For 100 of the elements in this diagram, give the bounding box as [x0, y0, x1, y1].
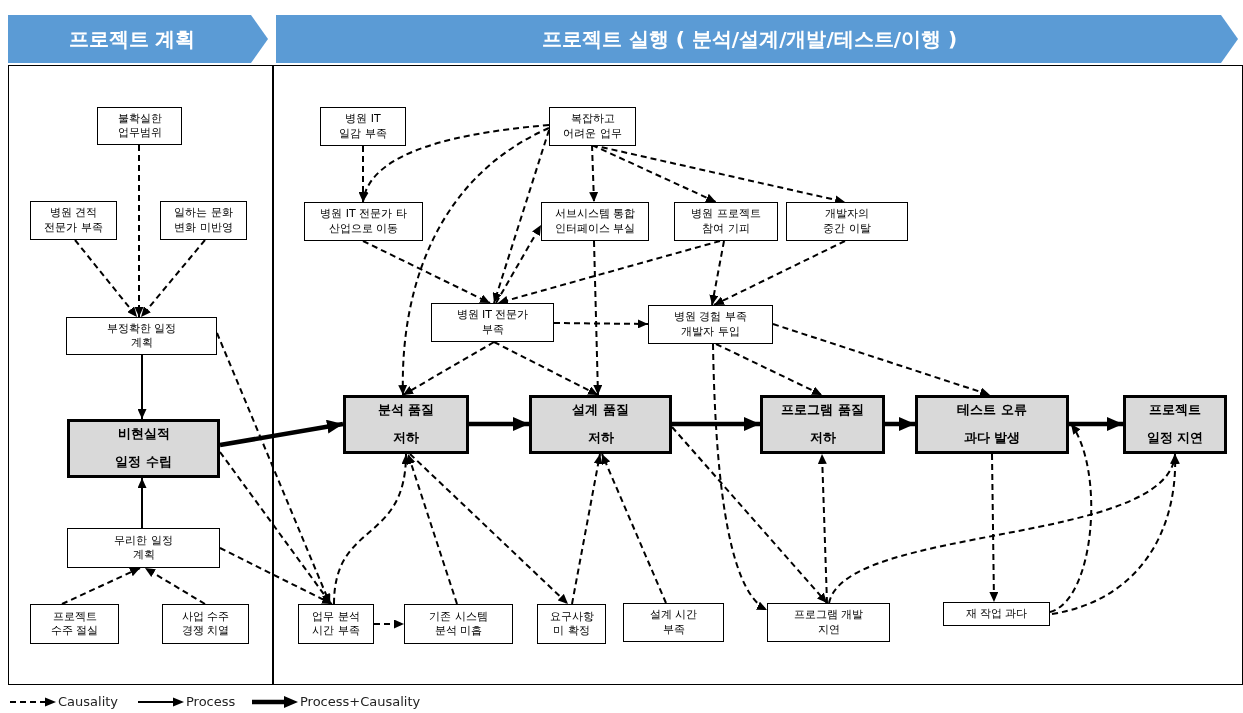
arrow — [1051, 453, 1180, 615]
arrow — [817, 453, 828, 604]
arrow — [715, 343, 823, 396]
stage-box — [67, 419, 220, 478]
arrow — [1049, 423, 1093, 613]
arrow — [571, 453, 603, 605]
arrow — [409, 453, 569, 605]
node-label: 재 작업 과다 — [965, 606, 1028, 622]
arrow — [137, 354, 147, 420]
arrow — [709, 240, 725, 306]
arrow — [74, 239, 138, 318]
node-label: 비현실적 — [117, 425, 170, 443]
cause-box — [541, 202, 649, 241]
arrow — [712, 343, 768, 611]
arrow — [495, 224, 542, 304]
arrow — [492, 129, 550, 304]
cause-box — [549, 107, 636, 146]
cause-box — [67, 528, 220, 568]
cause-box — [648, 305, 773, 344]
node-label: 병원 경험 부족 개발자 투입 — [673, 310, 748, 339]
node-label: 설계 품질 — [572, 401, 629, 419]
node-label: 요구사항 미 확정 — [548, 609, 595, 639]
cause-box — [431, 303, 554, 342]
node-label: 분석 품질 — [377, 401, 435, 419]
arrow — [360, 124, 550, 203]
cause-box — [943, 602, 1050, 626]
node-label: 프로젝트 수주 절실 — [49, 609, 100, 639]
node-label: 일정 수립 — [115, 453, 172, 471]
arrow — [885, 417, 915, 431]
arrow — [402, 341, 495, 396]
arrow — [61, 567, 141, 605]
arrow — [469, 417, 529, 431]
arrow — [672, 417, 760, 431]
arrow — [989, 453, 999, 603]
node-label: 프로그램 개발 지연 — [792, 608, 865, 637]
stage-box — [1123, 395, 1227, 454]
cause-box — [786, 202, 908, 241]
cause-box — [66, 317, 217, 355]
arrow — [219, 547, 333, 605]
arrow — [398, 127, 550, 396]
node-label: 병원 IT 전문가 부족 — [455, 308, 530, 337]
node-label: 저하 — [809, 429, 836, 447]
cause-box — [298, 604, 374, 644]
panel-heading: 프로젝트 계획 — [67, 26, 197, 53]
cause-box — [404, 604, 513, 644]
arrow — [591, 144, 717, 203]
stage-box — [529, 395, 672, 454]
node-label: 사업 수주 경쟁 치열 — [180, 609, 231, 639]
arrow — [601, 453, 667, 604]
panel-heading: 프로젝트 실행 ( 분석/설계/개발/테스트/이행 ) — [540, 26, 959, 53]
arrow — [553, 319, 649, 329]
arrow — [713, 240, 846, 306]
arrow — [772, 323, 991, 397]
node-label: 업무 분석 시간 부족 — [311, 609, 361, 639]
node-label: 테스트 오류 — [957, 401, 1027, 419]
node-label: 프로그램 품질 — [781, 401, 864, 419]
node-label: 병원 IT 전문가 타 산업으로 이동 — [319, 207, 408, 236]
node-label: 과다 발생 — [963, 429, 1021, 447]
node-label: 일정 지연 — [1146, 429, 1204, 447]
arrow — [333, 453, 410, 605]
panel — [8, 15, 273, 685]
arrow — [593, 240, 603, 396]
cause-box — [30, 604, 119, 644]
stage-box — [343, 395, 469, 454]
arrow — [589, 144, 599, 203]
stage-box — [915, 395, 1069, 454]
arrow — [144, 567, 206, 605]
arrow — [134, 144, 144, 318]
cause-box — [162, 604, 249, 644]
stage-box — [760, 395, 885, 454]
arrow — [1069, 417, 1123, 431]
node-label: 개발자의 중간 이탈 — [822, 207, 872, 236]
cause-box — [160, 201, 247, 240]
arrow — [497, 240, 721, 305]
node-label: 병원 견적 전문가 부족 — [43, 206, 104, 235]
node-label: 복잡하고 어려운 업무 — [562, 112, 623, 141]
cause-box — [30, 201, 117, 240]
node-label: 서브시스템 통합 인터페이스 부실 — [553, 207, 637, 236]
node-label: 부정확한 일정 계획 — [106, 321, 177, 351]
cause-box — [304, 202, 423, 241]
arrow — [362, 240, 491, 304]
arrow — [219, 419, 344, 448]
node-label: 병원 IT 일감 부족 — [338, 112, 388, 141]
legend-label: Process — [186, 694, 236, 710]
arrow — [137, 477, 147, 529]
panel — [273, 15, 1243, 685]
legend-label: Causality — [58, 694, 119, 710]
node-label: 설계 시간 부족 — [648, 608, 699, 637]
arrow — [671, 426, 828, 604]
cause-box — [623, 603, 724, 642]
arrow — [493, 341, 599, 396]
node-label: 저하 — [587, 429, 614, 447]
arrow — [591, 144, 846, 205]
cause-box — [537, 604, 606, 644]
legend-label: Process+Causality — [300, 694, 421, 710]
cause-box — [97, 107, 182, 145]
cause-box — [767, 603, 890, 642]
arrow — [373, 619, 405, 629]
node-label: 기존 시스템 분석 미흡 — [428, 609, 489, 639]
node-label: 일하는 문화 변화 미반영 — [173, 206, 234, 235]
